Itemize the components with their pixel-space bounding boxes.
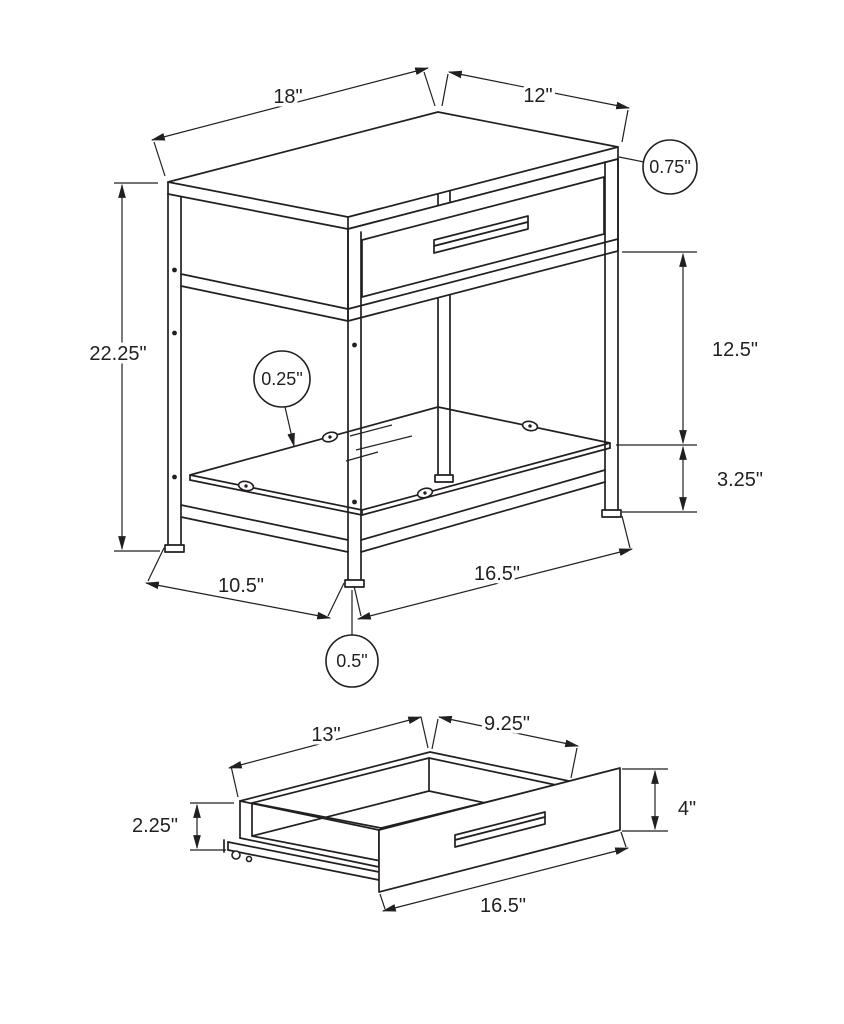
dim-shelf-to-floor: 3.25": [622, 445, 767, 513]
dim-label-12-5: 12.5": [712, 339, 758, 361]
dim-top-depth: 18": [150, 67, 436, 177]
drawer-drawing: 13" 9.25" 2.25" 4" 16.5": [128, 710, 700, 921]
dim-drawer-interior-depth: 9.25": [431, 710, 580, 779]
dim-label-12: 12": [523, 85, 552, 107]
drawer-front-panel: [378, 767, 621, 893]
dim-label-9-25: 9.25": [484, 713, 530, 735]
dim-label-16-5-drawer: 16.5": [480, 895, 526, 917]
dim-drawer-interior-height: 2.25": [128, 802, 234, 851]
glass-shelf: [189, 406, 611, 516]
dim-top-thickness: 0.75": [618, 139, 698, 195]
dim-label-13: 13": [311, 724, 340, 746]
drawer-handle-icon: [433, 215, 529, 254]
dim-drawer-interior-width: 13": [227, 716, 429, 798]
dim-top-width: 12": [441, 70, 631, 143]
drawer-slide-rail: [223, 839, 380, 881]
shelf-clamps: [237, 420, 539, 499]
dim-label-18: 18": [273, 86, 302, 108]
dim-label-0-5: 0.5": [336, 651, 367, 671]
dim-label-3-25: 3.25": [717, 469, 763, 491]
dim-base-front: 16.5": [353, 515, 634, 620]
drawer-front-handle-icon: [454, 811, 546, 848]
dim-overall-height: 22.25": [86, 182, 160, 552]
dim-drawer-to-shelf: 12.5": [616, 251, 762, 446]
dim-label-0-75: 0.75": [649, 157, 690, 177]
dim-base-side: 10.5": [144, 547, 345, 620]
dim-label-0-25: 0.25": [261, 369, 302, 389]
dim-label-22-25: 22.25": [89, 343, 146, 365]
table-side-rails: [180, 273, 606, 553]
dim-drawer-front-width: 16.5": [379, 831, 630, 921]
glass-reflection-lines: [345, 424, 413, 462]
dim-glass-thickness: 0.25": [253, 350, 311, 448]
dim-foot-height: 0.5": [325, 590, 379, 688]
dim-label-10-5: 10.5": [218, 575, 264, 597]
dim-drawer-front-height: 4": [622, 768, 700, 832]
dim-label-16-5-table: 16.5": [474, 563, 520, 585]
screw-dots: [172, 267, 357, 505]
table-drawing: 18" 12" 0.75" 22.25" 12.5": [86, 67, 767, 688]
dim-label-4: 4": [678, 798, 696, 820]
table-legs: [164, 158, 622, 588]
dim-label-2-25: 2.25": [132, 815, 178, 837]
